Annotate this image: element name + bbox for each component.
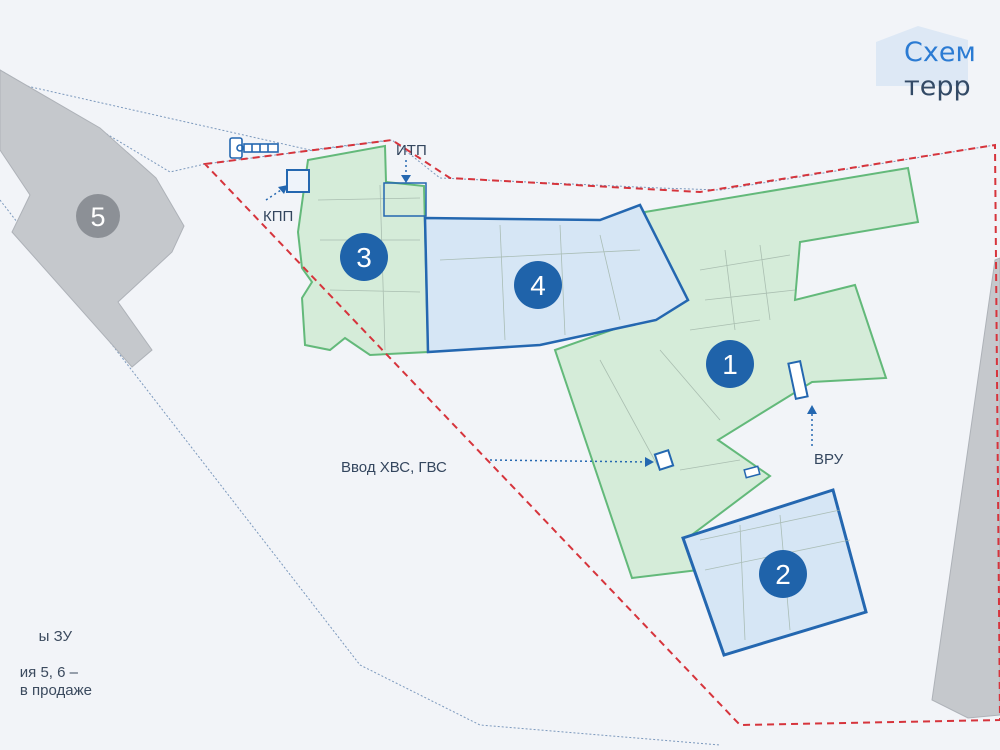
legend: ы ЗУ ия 5, 6 – в продаже xyxy=(0,628,130,700)
page-title-line-2: терр xyxy=(904,71,971,102)
building-number-3: 3 xyxy=(356,242,372,273)
itp-label: ИТП xyxy=(396,142,427,159)
title-backdrop-icon xyxy=(876,26,968,86)
gate-barrier-icon xyxy=(229,137,279,159)
building-number-4: 4 xyxy=(530,270,546,301)
page-title-line-1: Схем xyxy=(904,37,976,68)
building-number-1: 1 xyxy=(722,349,738,380)
floor-line xyxy=(599,244,796,471)
building-badge-5: 5 xyxy=(76,194,120,238)
kpp-label: КПП xyxy=(263,208,293,225)
arrow-heads xyxy=(278,175,817,467)
floor-line xyxy=(439,224,641,341)
plot-boundary xyxy=(202,138,1000,727)
legend-line-3: в продаже xyxy=(19,682,92,699)
water-inlet-arrow-head xyxy=(645,457,654,467)
kpp-arrow xyxy=(265,187,285,201)
page-title: Схем терр xyxy=(904,36,976,104)
road-line-top xyxy=(0,69,996,191)
vru-marker xyxy=(787,359,809,401)
building-number-2: 2 xyxy=(775,559,791,590)
legend-line-1: ы ЗУ xyxy=(38,628,72,645)
water-inlet-arrow xyxy=(489,459,649,463)
building-badge-2: 2 xyxy=(759,550,807,598)
building-badge-4: 4 xyxy=(514,261,562,309)
water-inlet-label: Ввод ХВС, ГВС xyxy=(341,459,447,476)
road-line-top-left xyxy=(0,79,391,151)
legend-gap xyxy=(0,646,130,664)
vru-arrow-head xyxy=(807,405,817,414)
building-badge-3: 3 xyxy=(340,233,388,281)
vru-small-marker xyxy=(743,465,761,479)
water-inlet-marker xyxy=(653,448,675,472)
vru-label: ВРУ xyxy=(814,451,844,468)
kpp-box xyxy=(286,169,310,193)
road-lines xyxy=(0,69,996,746)
kpp-arrow-head xyxy=(278,185,288,194)
itp-box xyxy=(383,182,427,217)
building-badge-1: 1 xyxy=(706,340,754,388)
building-number-5: 5 xyxy=(90,202,105,232)
neighbour-building-right xyxy=(931,257,1000,719)
legend-line-2: ия 5, 6 – xyxy=(19,664,78,681)
itp-arrow-head xyxy=(401,175,411,183)
